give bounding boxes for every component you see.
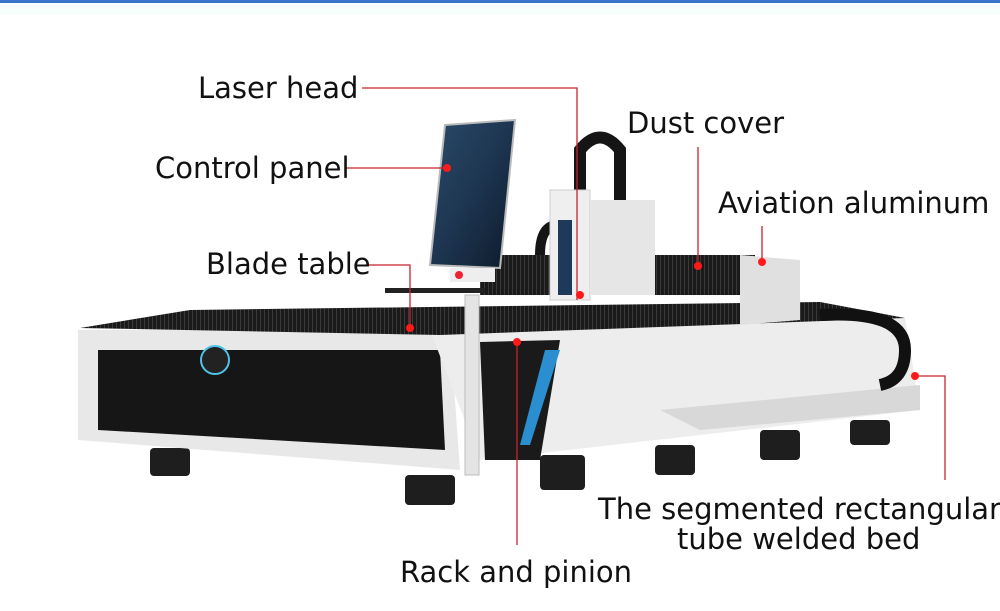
top-border bbox=[0, 0, 1000, 3]
label-laser-head: Laser head bbox=[198, 71, 359, 105]
control-panel-screen bbox=[428, 118, 517, 270]
label-aviation-aluminum: Aviation aluminum bbox=[718, 186, 990, 220]
label-dust-cover: Dust cover bbox=[627, 106, 785, 140]
blade-table bbox=[80, 302, 905, 335]
label-control-panel: Control panel bbox=[155, 151, 350, 185]
label-bed-line2: tube welded bed bbox=[677, 522, 921, 556]
top-fade bbox=[0, 3, 1000, 15]
label-bed-line1: The segmented rectangular bbox=[598, 492, 1000, 526]
leader-lines bbox=[345, 87, 946, 545]
label-blade-table: Blade table bbox=[206, 247, 371, 281]
label-rack-and-pinion: Rack and pinion bbox=[400, 555, 633, 589]
machine-feet bbox=[150, 420, 890, 505]
marker-dots bbox=[406, 164, 919, 380]
